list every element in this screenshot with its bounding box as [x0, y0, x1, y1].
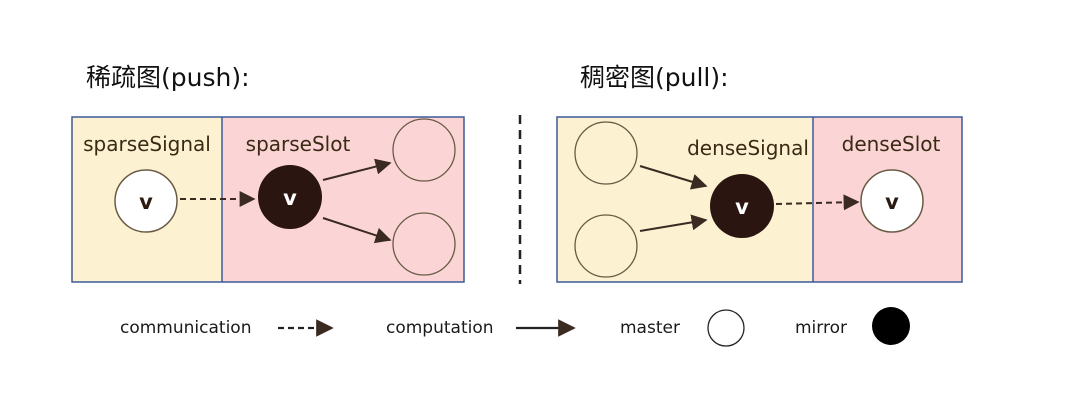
legend-computation-label: computation — [386, 318, 494, 338]
push-computation-arrow-bottom — [322, 217, 392, 244]
legend-mirror-swatch — [872, 307, 910, 345]
pull-computation-arrow-bottom — [639, 214, 708, 232]
push-master-node-label: v — [139, 190, 153, 214]
push-computation-arrow-top — [322, 158, 392, 181]
push-panel-border — [71, 116, 465, 283]
legend-master-swatch — [707, 309, 745, 347]
push-neighbor-node-top — [392, 118, 456, 182]
pull-mirror-node-label: v — [735, 195, 749, 219]
pull-neighbor-node-top — [574, 121, 638, 185]
push-heading: 稀疏图(push): — [86, 63, 250, 92]
push-mirror-node — [258, 165, 322, 229]
pull-master-node-label: v — [885, 190, 899, 214]
push-neighbor-node-bottom — [392, 212, 456, 276]
push-mirror-node-label: v — [283, 186, 297, 210]
pull-neighbor-node-bottom — [574, 214, 638, 278]
pull-source-label: denseSignal — [687, 136, 809, 160]
pull-heading: 稠密图(pull): — [580, 63, 729, 92]
push-target-label: sparseSlot — [246, 132, 351, 156]
pull-mirror-node — [710, 174, 774, 238]
legend-mirror-label: mirror — [795, 318, 847, 338]
push-panel: sparseSignal sparseSlot v v — [71, 116, 465, 283]
pull-computation-arrow-top — [639, 165, 708, 190]
push-master-node — [114, 169, 178, 233]
pull-master-node — [860, 169, 924, 233]
legend: communication computation master mirror — [120, 307, 910, 347]
pull-panel-border — [556, 116, 963, 283]
pull-target-label: denseSlot — [842, 132, 941, 156]
push-source-label: sparseSignal — [83, 132, 211, 156]
legend-master-label: master — [620, 318, 680, 338]
legend-communication-label: communication — [120, 318, 251, 338]
pull-communication-arrow — [775, 194, 860, 211]
pull-panel: denseSignal denseSlot v v — [556, 116, 963, 283]
